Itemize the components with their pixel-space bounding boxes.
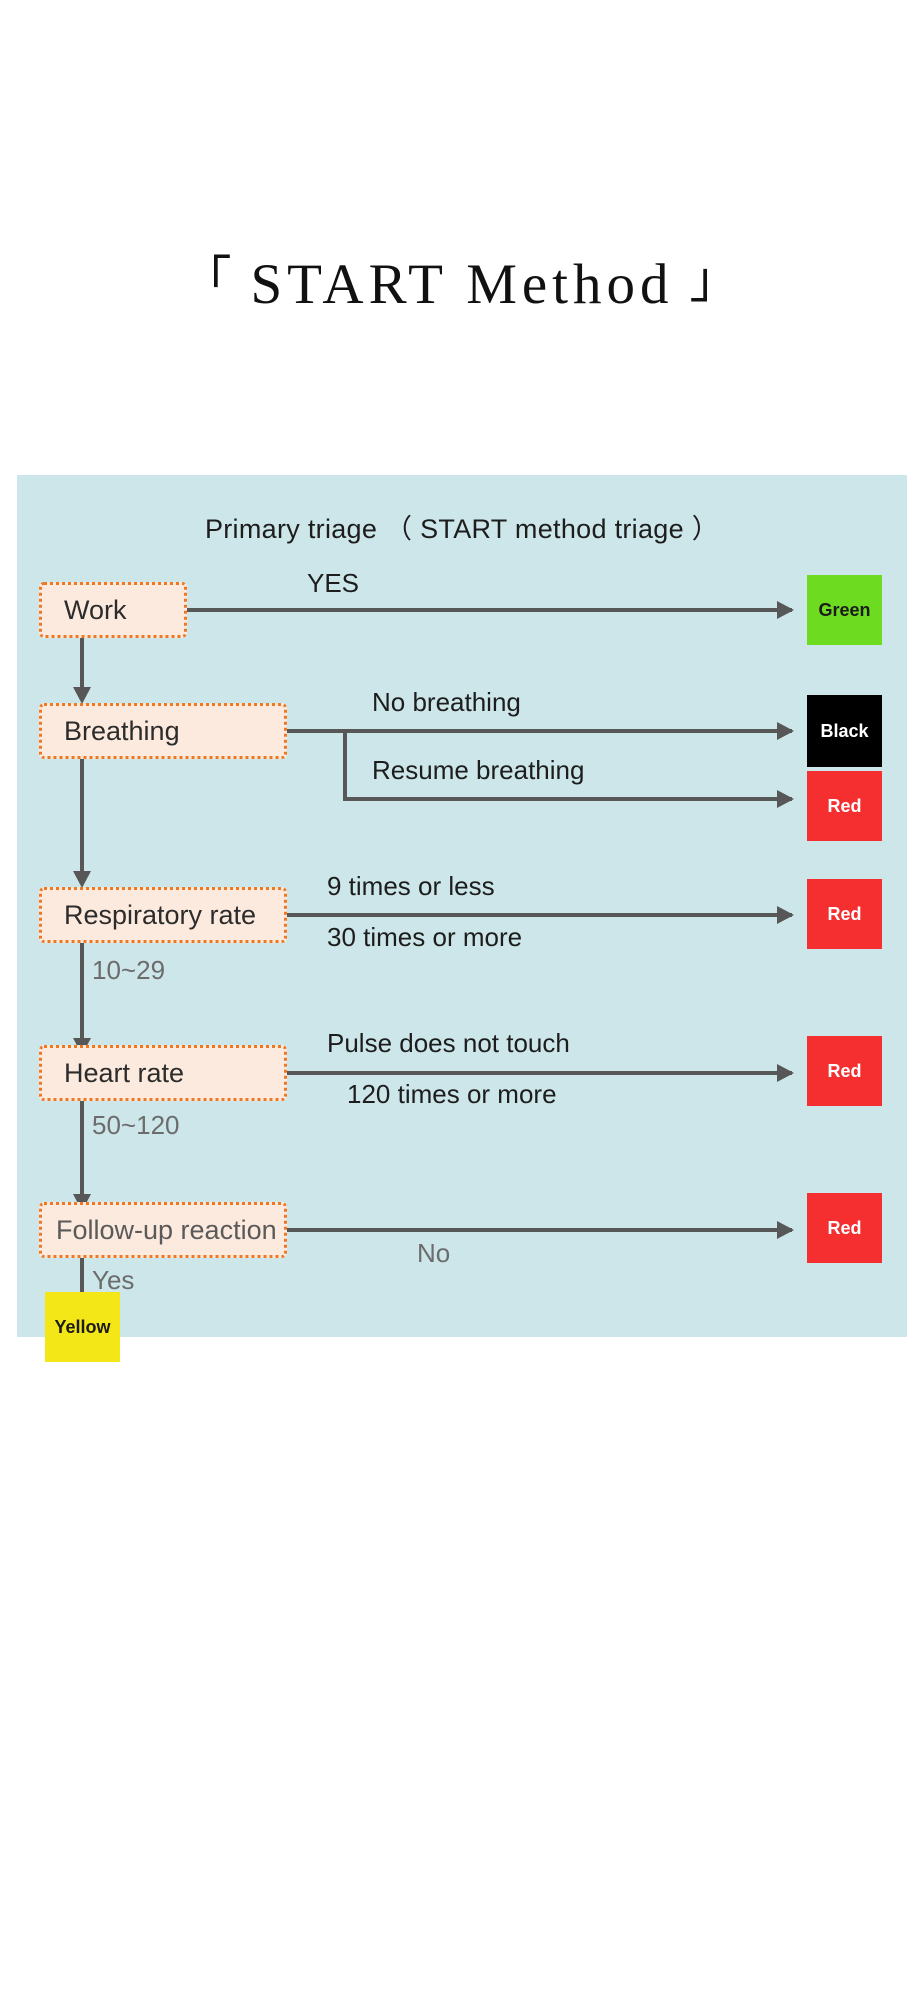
outcome-chip-yellow-label: Yellow bbox=[54, 1316, 111, 1337]
edge-resp-rate-line bbox=[287, 913, 792, 917]
edge-work-yes-arrow bbox=[777, 601, 794, 619]
node-respiratory-rate-label: Respiratory rate bbox=[64, 899, 257, 930]
outcome-chip-green[interactable]: Green bbox=[807, 575, 882, 645]
edge-work-to-breathing-line bbox=[80, 638, 84, 694]
page-title: 「 START Method 」 bbox=[0, 246, 924, 318]
triage-flowchart-panel: Primary triage （ START method triage ） W… bbox=[17, 475, 907, 1362]
node-work-label: Work bbox=[64, 594, 127, 625]
edge-followup-no-arrow bbox=[777, 1221, 794, 1239]
outcome-chip-green-label: Green bbox=[818, 599, 871, 620]
outcome-chip-red-2[interactable]: Red bbox=[807, 879, 882, 949]
edge-work-yes-line bbox=[187, 608, 792, 612]
edge-breathing-stub-h bbox=[287, 729, 347, 733]
edge-breathing-to-resp-line bbox=[80, 759, 84, 879]
title-open-bracket: 「 bbox=[181, 252, 235, 308]
edge-label-pulse-does-not-touch: Pulse does not touch bbox=[327, 1028, 570, 1058]
edge-label-30-times-or-more: 30 times or more bbox=[327, 922, 523, 952]
edge-label-work-yes: YES bbox=[307, 568, 360, 598]
node-respiratory-rate[interactable]: Respiratory rate bbox=[39, 887, 287, 943]
outcome-chip-red-4-label: Red bbox=[827, 1217, 862, 1238]
outcome-chip-yellow[interactable]: Yellow bbox=[45, 1292, 120, 1362]
outcome-chip-red-4[interactable]: Red bbox=[807, 1193, 882, 1263]
edge-no-breathing-line bbox=[343, 729, 792, 733]
outcome-chip-red-1-label: Red bbox=[827, 795, 862, 816]
edge-label-resume-breathing: Resume breathing bbox=[372, 755, 585, 785]
edge-label-9-times-or-less: 9 times or less bbox=[327, 871, 495, 901]
outcome-chip-red-1[interactable]: Red bbox=[807, 771, 882, 841]
edge-label-yes: Yes bbox=[92, 1265, 135, 1295]
edge-label-no: No bbox=[417, 1238, 451, 1268]
edge-breathing-to-resp-arrow bbox=[73, 871, 91, 888]
edge-label-no-breathing: No breathing bbox=[372, 687, 521, 717]
node-heart-rate-label: Heart rate bbox=[64, 1057, 185, 1088]
page-title-text: START Method bbox=[250, 253, 674, 316]
node-heart-rate[interactable]: Heart rate bbox=[39, 1045, 287, 1101]
edge-label-120-times-or-more: 120 times or more bbox=[347, 1079, 557, 1109]
edge-work-to-breathing-arrow bbox=[73, 687, 91, 704]
diagram-caption: Primary triage （ START method triage ） bbox=[204, 514, 720, 544]
outcome-chip-black-label: Black bbox=[820, 720, 869, 741]
edge-resume-breathing-arrow bbox=[777, 790, 794, 808]
outcome-chip-red-3-label: Red bbox=[827, 1060, 862, 1081]
node-follow-up-reaction[interactable]: Follow-up reaction bbox=[39, 1202, 287, 1258]
edge-followup-no-line bbox=[287, 1228, 792, 1232]
edge-resp-rate-arrow bbox=[777, 906, 794, 924]
node-breathing-label: Breathing bbox=[64, 715, 180, 746]
outcome-chip-red-2-label: Red bbox=[827, 903, 862, 924]
outcome-chip-black[interactable]: Black bbox=[807, 695, 882, 767]
title-close-bracket: 」 bbox=[689, 252, 743, 308]
edge-heart-to-followup-line bbox=[80, 1101, 84, 1204]
node-work[interactable]: Work bbox=[39, 582, 187, 638]
edge-resp-to-heart-line bbox=[80, 943, 84, 1048]
edge-heart-rate-line bbox=[287, 1071, 792, 1075]
edge-breathing-stub-v bbox=[343, 729, 347, 801]
node-follow-up-reaction-label: Follow-up reaction bbox=[56, 1214, 277, 1245]
edge-resume-breathing-line bbox=[343, 797, 792, 801]
node-breathing[interactable]: Breathing bbox=[39, 703, 287, 759]
edge-label-50-120: 50~120 bbox=[92, 1110, 180, 1140]
edge-label-10-29: 10~29 bbox=[92, 955, 166, 985]
edge-heart-rate-arrow bbox=[777, 1064, 794, 1082]
outcome-chip-red-3[interactable]: Red bbox=[807, 1036, 882, 1106]
edge-no-breathing-arrow bbox=[777, 722, 794, 740]
